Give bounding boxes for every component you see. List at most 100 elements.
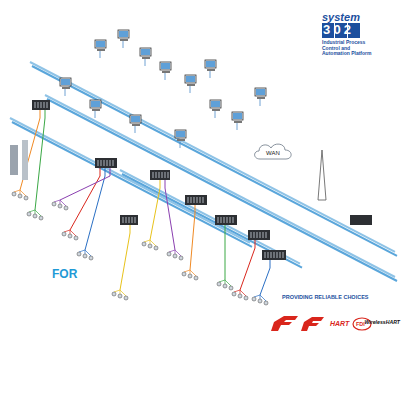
- screen: [256, 89, 265, 95]
- drop-cable: [65, 89, 66, 96]
- rack-module: [43, 102, 45, 108]
- keyboard: [62, 87, 70, 89]
- rack-module: [100, 160, 102, 166]
- drop-cable: [190, 86, 191, 93]
- workstation: [232, 112, 243, 120]
- field-device: [33, 214, 37, 218]
- field-device: [77, 252, 81, 256]
- field-device: [68, 234, 72, 238]
- rack-module: [112, 160, 114, 166]
- spur: [29, 210, 35, 212]
- workstation: [160, 62, 171, 70]
- field-device: [64, 206, 68, 210]
- screen: [186, 76, 195, 82]
- screen: [119, 31, 128, 37]
- field-device: [52, 202, 56, 206]
- fieldbus-wire: [190, 205, 195, 270]
- keyboard: [142, 57, 150, 59]
- spur: [79, 250, 85, 252]
- rack-module: [279, 252, 281, 258]
- rack-module: [34, 102, 36, 108]
- wirelesshart-logo: WirelessHART: [364, 320, 400, 326]
- screen: [211, 101, 220, 107]
- rack-module: [187, 197, 189, 203]
- spur: [219, 280, 225, 282]
- spur: [175, 250, 181, 256]
- controller-rack: [248, 230, 270, 240]
- workstation: [140, 48, 151, 56]
- rack-module: [46, 102, 48, 108]
- field-device: [238, 294, 242, 298]
- spur: [184, 270, 190, 272]
- workstation: [130, 115, 141, 123]
- fieldbus-wire: [120, 225, 130, 290]
- drop-cable: [237, 123, 238, 130]
- tank: [10, 145, 18, 175]
- rack-module: [128, 217, 130, 223]
- radio-tower: [318, 150, 326, 200]
- field-device: [223, 284, 227, 288]
- workstation: [175, 130, 186, 138]
- rack-module: [223, 217, 225, 223]
- workstation: [185, 75, 196, 83]
- rack-module: [164, 172, 166, 178]
- rack-module: [131, 217, 133, 223]
- drop-cable: [215, 111, 216, 118]
- field-device: [217, 282, 221, 286]
- keyboard: [177, 139, 185, 141]
- rack-module: [190, 197, 192, 203]
- keyboard: [97, 49, 105, 51]
- network-bus: [47, 99, 397, 281]
- rack-module: [109, 160, 111, 166]
- controller-rack: [262, 250, 286, 260]
- fieldbus-wire: [150, 180, 160, 240]
- field-device: [252, 297, 256, 301]
- screen: [96, 41, 105, 47]
- rack-module: [202, 197, 204, 203]
- field-device: [154, 246, 158, 250]
- rack-module: [253, 232, 255, 238]
- workstation: [255, 88, 266, 96]
- spur: [260, 295, 266, 301]
- rack-module: [161, 172, 163, 178]
- rack-module: [106, 160, 108, 166]
- controller-rack: [32, 100, 50, 110]
- rack-module: [125, 217, 127, 223]
- field-device: [74, 236, 78, 240]
- screen: [161, 63, 170, 69]
- screen: [61, 79, 70, 85]
- field-device: [124, 296, 128, 300]
- spur: [64, 230, 70, 232]
- workstation: [90, 100, 101, 108]
- field-device: [194, 276, 198, 280]
- logo-row: [271, 316, 371, 331]
- rack-module: [273, 252, 275, 258]
- keyboard: [132, 124, 140, 126]
- spur: [60, 200, 66, 206]
- workstation: [205, 60, 216, 68]
- rack-module: [256, 232, 258, 238]
- screen: [176, 131, 185, 137]
- rack-module: [134, 217, 136, 223]
- fieldbus-wire: [165, 180, 175, 250]
- field-device: [24, 196, 28, 200]
- spur: [254, 295, 260, 297]
- wan-cloud: WAN: [252, 140, 294, 162]
- spur: [14, 190, 20, 192]
- controller-rack: [350, 215, 372, 225]
- heading-fragment: FOR: [52, 268, 77, 281]
- spur: [225, 280, 231, 286]
- rack-module: [97, 160, 99, 166]
- controller-rack: [95, 158, 117, 168]
- brand-number: 302: [323, 23, 354, 37]
- keyboard: [162, 71, 170, 73]
- rack-module: [167, 172, 169, 178]
- field-device: [167, 252, 171, 256]
- rack-module: [122, 217, 124, 223]
- tagline: Industrial Process Control and Automatio…: [322, 40, 374, 57]
- keyboard: [234, 121, 242, 123]
- spur: [150, 240, 156, 246]
- rack-module: [276, 252, 278, 258]
- fdi-logo: FDI: [356, 321, 365, 327]
